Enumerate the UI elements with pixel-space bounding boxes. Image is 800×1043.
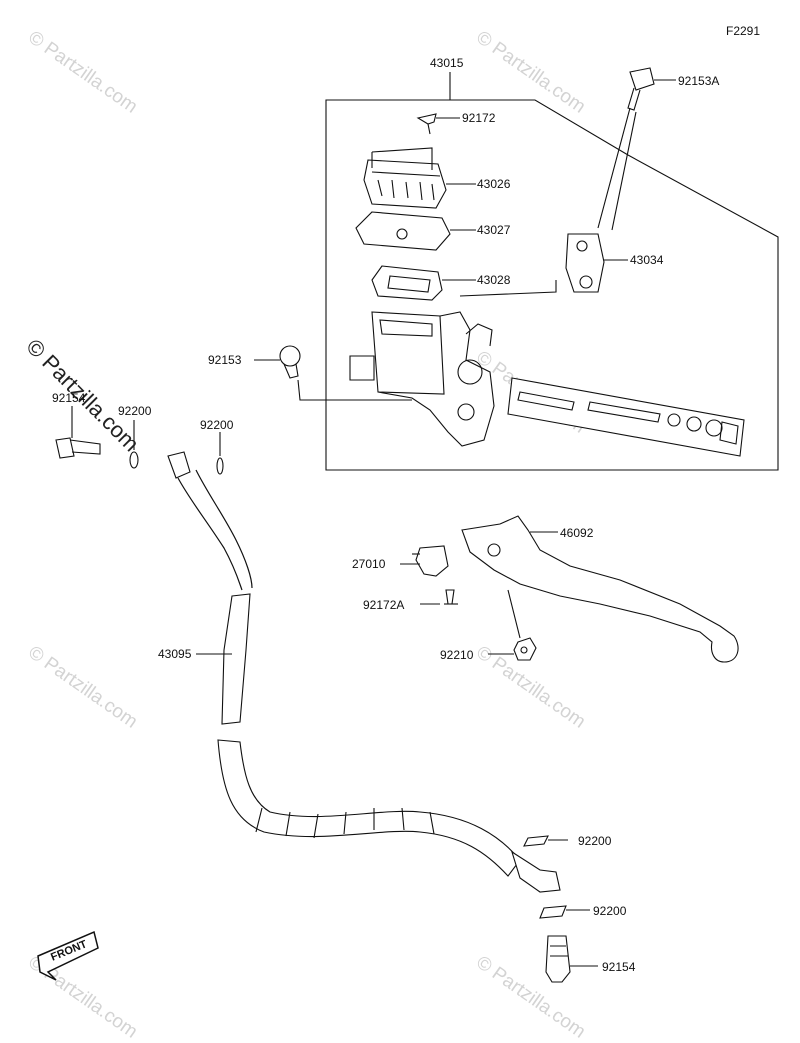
bracket-43034 — [565, 233, 628, 293]
part-label-43027[interactable]: 43027 — [477, 223, 511, 237]
lever-46092 — [461, 515, 739, 663]
banjo-bolt-92154-bottom — [545, 935, 598, 983]
front-arrow-icon — [37, 930, 99, 981]
washer-92200-b — [216, 457, 224, 475]
screw-92172a — [420, 589, 458, 605]
piston-kit — [507, 377, 745, 457]
part-label-92153a[interactable]: 92153A — [678, 74, 720, 88]
master-cylinder-body — [349, 280, 557, 447]
part-label-46092[interactable]: 46092 — [560, 526, 594, 540]
screw-92172 — [416, 113, 460, 135]
hose-43095 — [167, 451, 561, 893]
part-label-92172a[interactable]: 92172A — [363, 598, 405, 612]
figure-code: F2291 — [726, 24, 761, 38]
part-label-92210[interactable]: 92210 — [440, 648, 474, 662]
part-label-92200-d[interactable]: 92200 — [593, 904, 627, 918]
part-label-92200-a[interactable]: 92200 — [118, 404, 152, 418]
part-label-92172[interactable]: 92172 — [462, 111, 496, 125]
part-label-43034[interactable]: 43034 — [630, 253, 664, 267]
bolt-92153a — [597, 67, 676, 231]
part-label-27010[interactable]: 27010 — [352, 557, 386, 571]
bolt-92153 — [254, 345, 412, 401]
switch-27010 — [400, 545, 449, 577]
part-label-92154-top[interactable]: 92154 — [52, 391, 86, 405]
diaphragm-43028 — [371, 265, 476, 301]
part-label-92200-b[interactable]: 92200 — [200, 418, 234, 432]
washer-92200-d — [539, 905, 590, 919]
part-label-92200-c[interactable]: 92200 — [578, 834, 612, 848]
assembly-outline — [325, 99, 779, 471]
cap-43026 — [363, 147, 476, 209]
plate-43027 — [355, 211, 476, 251]
part-label-92154-bottom[interactable]: 92154 — [602, 960, 636, 974]
part-label-43015[interactable]: 43015 — [430, 56, 464, 70]
part-label-43028[interactable]: 43028 — [477, 273, 511, 287]
part-label-43095[interactable]: 43095 — [158, 647, 192, 661]
banjo-bolt-92154-top — [55, 406, 101, 459]
washer-92200-a — [129, 451, 139, 469]
part-label-43026[interactable]: 43026 — [477, 177, 511, 191]
part-label-92153[interactable]: 92153 — [208, 353, 242, 367]
nut-92210 — [488, 589, 537, 661]
washer-92200-c — [523, 835, 568, 847]
